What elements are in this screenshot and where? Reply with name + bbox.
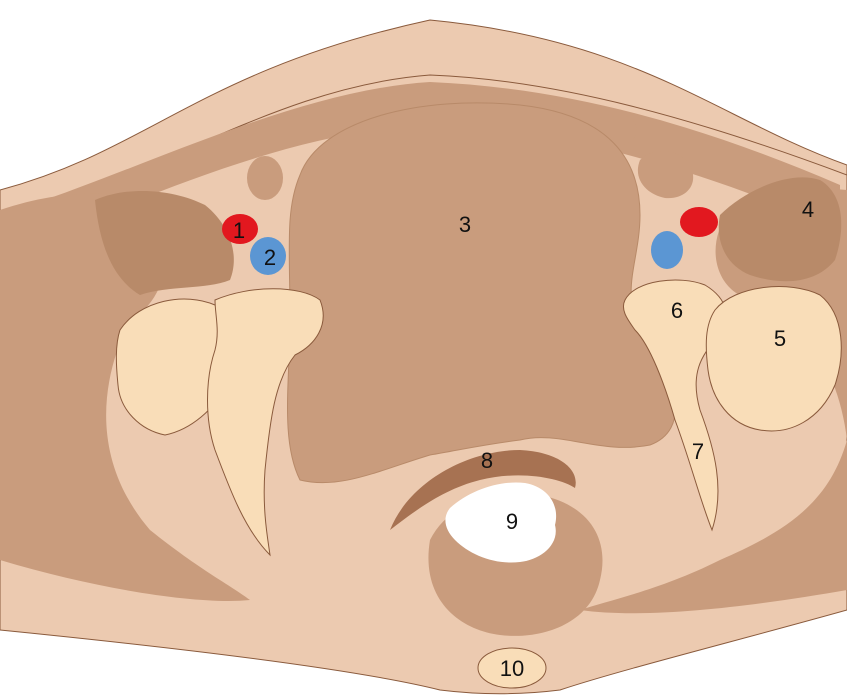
left-rectus-blob (247, 156, 283, 200)
bladder (288, 103, 676, 483)
label-3: 3 (459, 212, 471, 237)
label-1: 1 (233, 218, 245, 243)
label-6: 6 (671, 298, 683, 323)
right-femoral-vein (651, 231, 683, 269)
label-9: 9 (506, 509, 518, 534)
right-femoral-artery (680, 207, 718, 237)
label-4: 4 (802, 197, 814, 222)
label-2: 2 (264, 245, 276, 270)
label-7: 7 (692, 439, 704, 464)
label-10: 10 (500, 656, 524, 681)
label-5: 5 (774, 326, 786, 351)
label-8: 8 (481, 448, 493, 473)
